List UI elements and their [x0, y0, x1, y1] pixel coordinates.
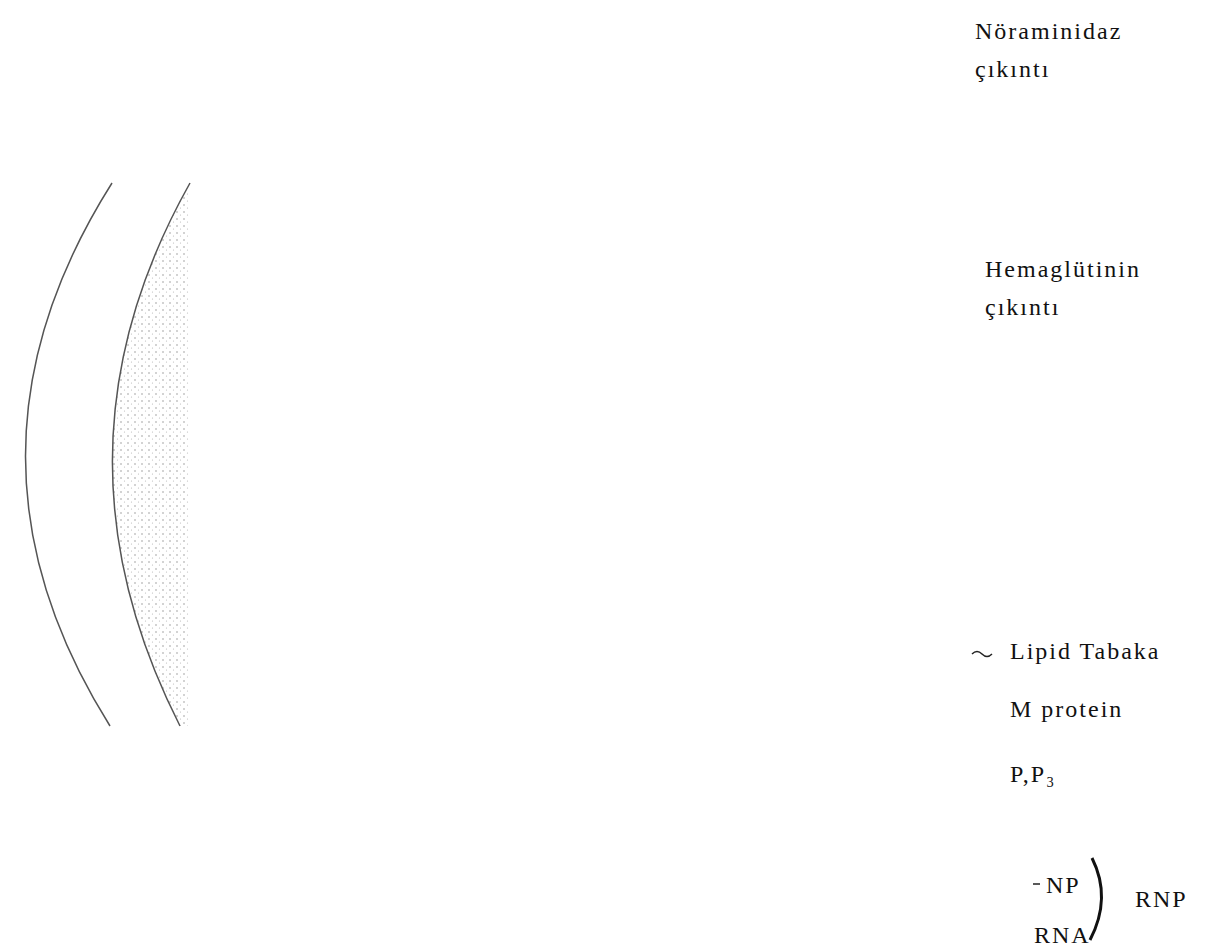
lipid-layer-label: Lipid Tabaka	[1010, 632, 1200, 670]
rna-label: RNA	[1034, 916, 1114, 949]
m-protein-label: M protein	[1010, 690, 1200, 728]
inner-envelope-line	[112, 183, 190, 726]
hemagglutinin-label: Hemaglütinin çıkıntı	[985, 250, 1160, 327]
polymerase-label: P,P₃	[1010, 755, 1160, 793]
np-label: NP	[1046, 866, 1106, 904]
stippled-layer	[112, 183, 190, 726]
grouping-bracket	[1090, 858, 1102, 940]
rnp-label: RNP	[1135, 880, 1203, 918]
neuraminidase-label: Nöraminidaz çıkıntı	[975, 12, 1125, 89]
leader-dash	[1033, 883, 1040, 885]
outer-envelope-line	[25, 183, 112, 726]
leader-tick	[972, 652, 992, 657]
